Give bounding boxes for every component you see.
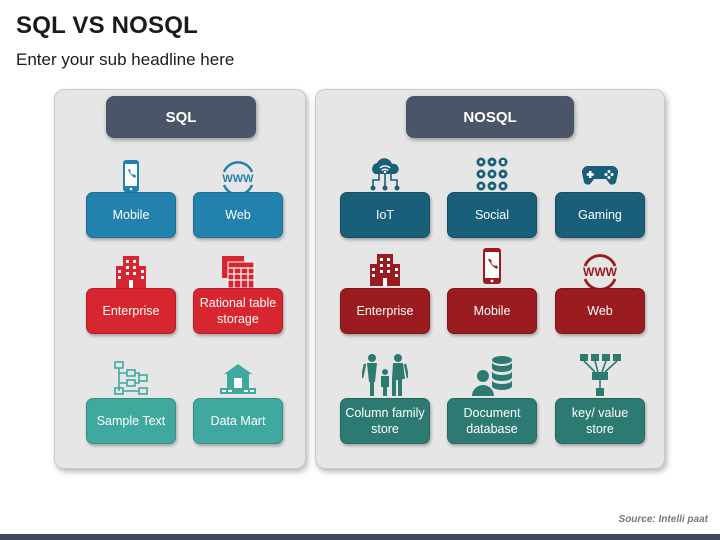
store-house-icon	[218, 358, 258, 398]
nosql-tile-key-value-store[interactable]: key/ value store	[555, 398, 645, 444]
sql-tile-web[interactable]: Web	[193, 192, 283, 238]
building-icon	[365, 250, 405, 290]
cloud-network-icon	[365, 154, 405, 194]
source-note: Source: Intelli paat	[618, 514, 708, 525]
svg-text:WWW: WWW	[583, 265, 618, 279]
svg-text:WWW: WWW	[222, 173, 254, 185]
nosql-tile-document-database[interactable]: Document database	[447, 398, 537, 444]
social-grid-icon	[472, 154, 512, 194]
sql-tile-sample-text[interactable]: Sample Text	[86, 398, 176, 444]
table-grid-icon	[218, 252, 258, 292]
nosql-tile-mobile[interactable]: Mobile	[447, 288, 537, 334]
gamepad-icon	[580, 154, 620, 194]
nosql-header: NOSQL	[406, 96, 574, 138]
sql-tile-enterprise[interactable]: Enterprise	[86, 288, 176, 334]
nosql-tile-social[interactable]: Social	[447, 192, 537, 238]
key-value-tree-icon	[577, 352, 623, 398]
page-subtitle: Enter your sub headline here	[16, 50, 235, 69]
sql-header: SQL	[106, 96, 256, 138]
page-title: SQL VS NOSQL	[16, 12, 198, 39]
sql-tile-rational-table-storage[interactable]: Rational table storage	[193, 288, 283, 334]
nosql-tile-column-family-store[interactable]: Column family store	[340, 398, 430, 444]
nosql-tile-enterprise[interactable]: Enterprise	[340, 288, 430, 334]
bottom-bar	[0, 534, 720, 540]
sql-tile-data-mart[interactable]: Data Mart	[193, 398, 283, 444]
flowchart-icon	[111, 358, 151, 398]
www-globe-icon: WWW	[580, 250, 620, 290]
www-globe-icon: WWW	[218, 156, 258, 196]
family-icon	[362, 352, 408, 398]
sql-tile-mobile[interactable]: Mobile	[86, 192, 176, 238]
user-database-icon	[470, 352, 516, 398]
mobile-phone-icon	[111, 156, 151, 196]
nosql-tile-iot[interactable]: IoT	[340, 192, 430, 238]
mobile-phone-icon	[472, 246, 512, 286]
building-icon	[111, 252, 151, 292]
nosql-tile-web[interactable]: Web	[555, 288, 645, 334]
nosql-tile-gaming[interactable]: Gaming	[555, 192, 645, 238]
